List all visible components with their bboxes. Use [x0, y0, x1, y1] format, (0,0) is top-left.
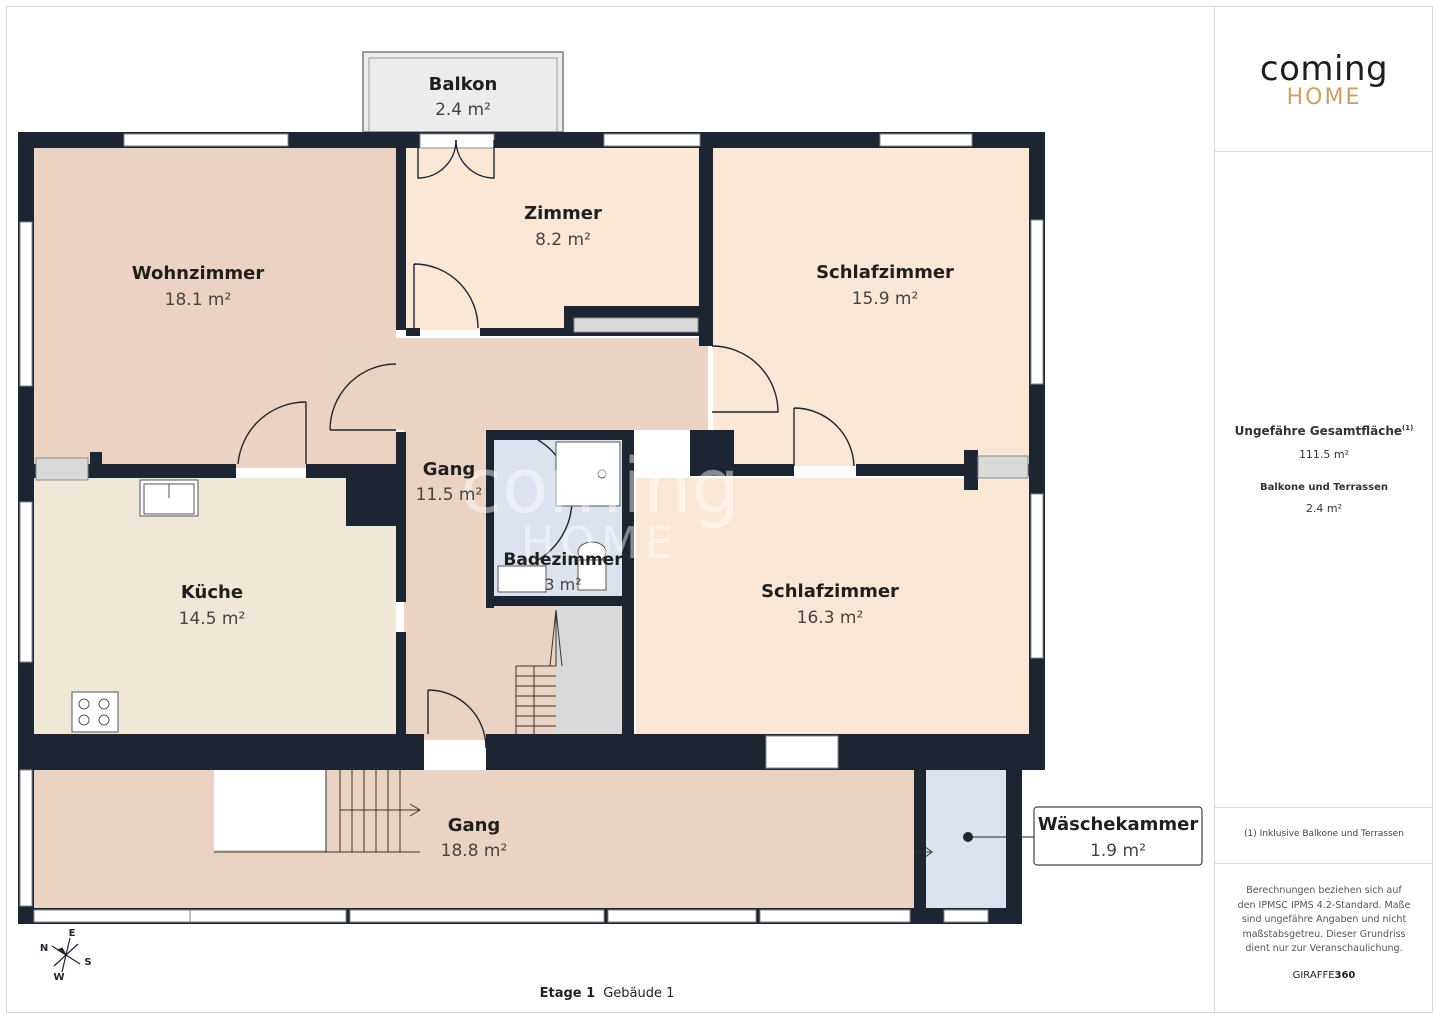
compass-labels: N E S W	[40, 928, 92, 983]
label-gang1-name: Gang	[423, 459, 476, 480]
watermark-coming: coming	[460, 441, 740, 530]
label-schlaf2-name: Schlafzimmer	[761, 581, 899, 602]
stove	[71, 691, 119, 733]
credit-b: 360	[1334, 970, 1356, 981]
label-balkon-area: 2.4 m²	[435, 100, 491, 120]
footnote: (1) Inklusive Balkone und Terrassen	[1244, 829, 1404, 839]
balcony-area-label: Balkone und Terrassen	[1259, 482, 1388, 493]
compass	[51, 937, 81, 973]
brand-logo: coming HOME	[1215, 52, 1433, 110]
stairs-lower	[214, 770, 421, 853]
brand-line1: coming	[1259, 49, 1389, 89]
fixtures	[71, 441, 621, 733]
sidebar-divider-footnote	[1215, 807, 1433, 808]
sidebar-divider-disclaimer	[1215, 863, 1433, 864]
label-gang1-area: 11.5 m²	[416, 485, 483, 505]
label-schlaf2-area: 16.3 m²	[797, 608, 864, 628]
stairs-upper	[515, 609, 563, 734]
room-labels: Balkon 2.4 m² Zimmer 8.2 m² Wohnzimmer 1…	[132, 74, 954, 861]
schlafzimmer1-floor	[713, 148, 1029, 466]
label-schlaf1-name: Schlafzimmer	[816, 262, 954, 283]
shower	[555, 441, 621, 507]
stairs-floor	[556, 606, 624, 734]
label-gang2-name: Gang	[448, 815, 501, 836]
credit-a: GIRAFFE	[1292, 970, 1335, 981]
laundry-arrow	[914, 845, 933, 859]
waesche-callout	[1033, 806, 1203, 866]
stair-void	[214, 770, 326, 850]
gang2-floor	[34, 770, 914, 908]
label-waesche-area: 1.9 m²	[1090, 841, 1146, 861]
sidebar-divider	[1214, 6, 1215, 1013]
label-waesche-name: Wäschekammer	[1038, 814, 1199, 835]
credit: GIRAFFE360	[1215, 970, 1433, 981]
label-bad-area: 3 m²	[544, 575, 581, 594]
label-wohnzimmer-area: 18.1 m²	[165, 290, 232, 310]
label-balkon-name: Balkon	[429, 74, 498, 95]
gang1-floor	[330, 338, 708, 430]
total-area-sup: (1)	[1402, 424, 1414, 432]
balcony-area-value: 2.4 m²	[1305, 502, 1343, 515]
page-frame	[6, 6, 1433, 1013]
label-gang2-area: 18.8 m²	[441, 841, 508, 861]
total-area-value: 111.5 m²	[1298, 448, 1350, 461]
compass-n: N	[40, 943, 48, 954]
sidebar-divider-top	[1215, 151, 1433, 152]
label-kueche-name: Küche	[181, 582, 243, 603]
label-schlaf1-area: 15.9 m²	[852, 289, 919, 309]
compass-s: S	[84, 957, 91, 968]
compass-w: W	[53, 972, 64, 983]
footer-building: Gebäude 1	[603, 986, 675, 1001]
zimmer-floor	[406, 148, 699, 330]
disclaimer: Berechnungen beziehen sich auf den IPMSC…	[1237, 885, 1411, 954]
label-bad-name: Badezimmer	[503, 550, 623, 570]
footer-floor: Etage 1	[539, 986, 596, 1001]
bathroom-sink	[497, 565, 547, 593]
windows	[19, 133, 1044, 923]
floor-footer: Etage 1 Gebäude 1	[0, 986, 1214, 1001]
label-wohnzimmer-name: Wohnzimmer	[132, 263, 265, 284]
total-area-label: Ungefähre Gesamtfläche(1)	[1234, 424, 1414, 438]
label-kueche-area: 14.5 m²	[179, 609, 246, 629]
watermark-home: HOME	[521, 518, 678, 569]
brand-line2: HOME	[1286, 85, 1362, 110]
label-zimmer-name: Zimmer	[524, 203, 602, 224]
schlafzimmer2-floor	[636, 478, 1029, 734]
floor-plan: coming HOME Balkon 2.4 m² Zimmer 8.2 m² …	[18, 51, 1203, 983]
compass-e: E	[69, 928, 76, 939]
kueche-floor	[34, 478, 396, 734]
label-zimmer-area: 8.2 m²	[535, 230, 591, 250]
